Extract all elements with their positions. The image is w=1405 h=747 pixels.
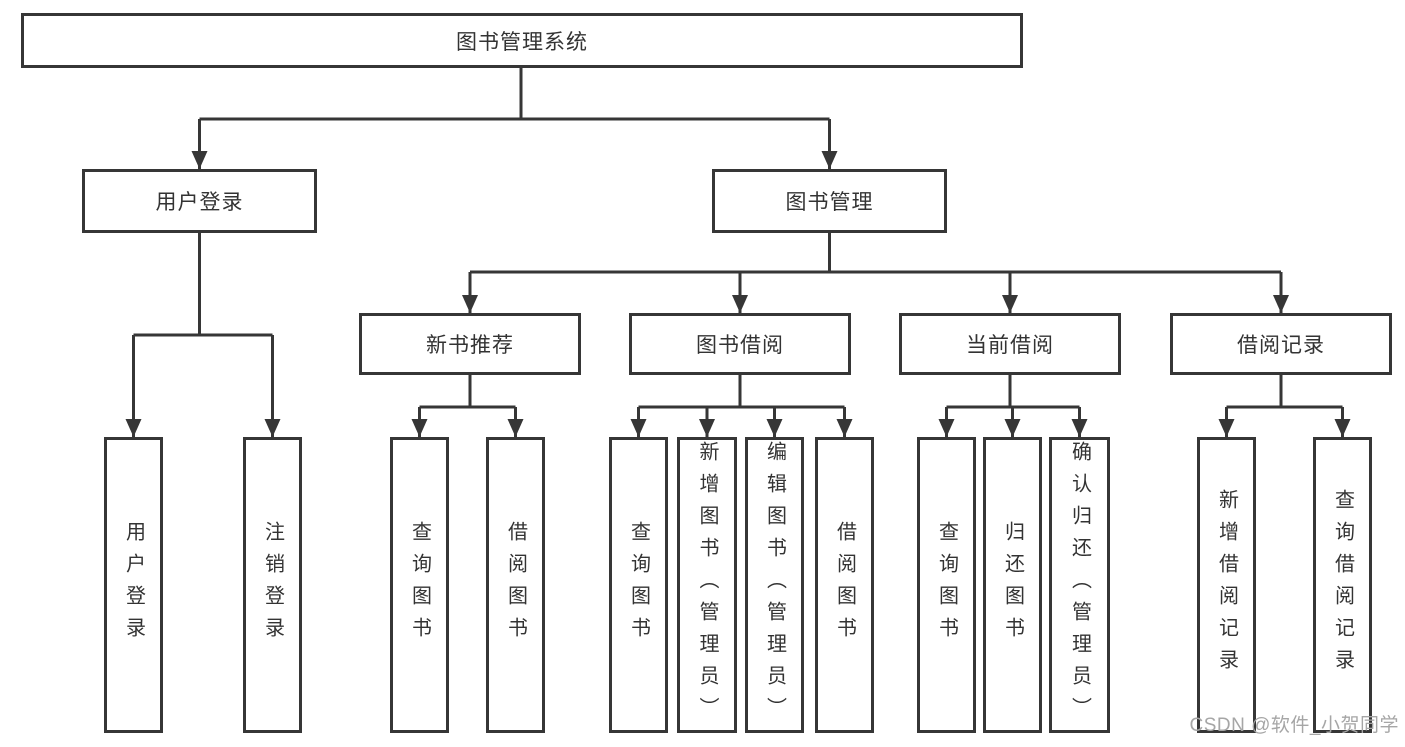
leaf-query-books-3: 查询图书 (917, 437, 976, 733)
node-root: 图书管理系统 (21, 13, 1023, 68)
node-book-management-label: 图书管理 (785, 191, 874, 214)
leaf-query-books-1: 查询图书 (390, 437, 449, 733)
node-book-borrow: 图书借阅 (629, 313, 851, 375)
leaf-borrow-books-1: 借阅图书 (486, 437, 545, 733)
leaf-user-login-label: 用户登录 (122, 521, 145, 649)
node-new-book-recommend: 新书推荐 (359, 313, 581, 375)
node-current-borrow: 当前借阅 (899, 313, 1121, 375)
leaf-borrow-books-1-label: 借阅图书 (504, 521, 527, 649)
node-new-book-recommend-label: 新书推荐 (426, 334, 514, 357)
node-borrow-records: 借阅记录 (1170, 313, 1392, 375)
leaf-return-book-label: 归还图书 (1001, 521, 1024, 649)
leaf-add-book-admin: 新增图书（管理员） (677, 437, 737, 733)
leaf-query-books-2: 查询图书 (609, 437, 668, 733)
leaf-edit-book-admin-label: 编辑图书（管理员） (763, 441, 786, 729)
leaf-query-books-3-label: 查询图书 (935, 521, 958, 649)
node-book-management: 图书管理 (712, 169, 947, 233)
leaf-query-borrow-record: 查询借阅记录 (1313, 437, 1372, 733)
node-user-login-label: 用户登录 (155, 191, 244, 214)
leaf-add-borrow-record: 新增借阅记录 (1197, 437, 1256, 733)
watermark: CSDN @软件_小贺同学 (1189, 715, 1399, 736)
node-borrow-records-label: 借阅记录 (1237, 334, 1325, 357)
leaf-query-books-2-label: 查询图书 (627, 521, 650, 649)
leaf-add-borrow-record-label: 新增借阅记录 (1215, 489, 1238, 681)
node-book-borrow-label: 图书借阅 (696, 334, 784, 357)
leaf-confirm-return-admin: 确认归还（管理员） (1049, 437, 1110, 733)
leaf-logout: 注销登录 (243, 437, 302, 733)
leaf-return-book: 归还图书 (983, 437, 1042, 733)
leaf-logout-label: 注销登录 (261, 521, 284, 649)
node-current-borrow-label: 当前借阅 (966, 334, 1054, 357)
leaf-borrow-books-2-label: 借阅图书 (833, 521, 856, 649)
leaf-query-borrow-record-label: 查询借阅记录 (1331, 489, 1354, 681)
leaf-edit-book-admin: 编辑图书（管理员） (745, 437, 804, 733)
node-root-label: 图书管理系统 (456, 30, 588, 54)
leaf-confirm-return-admin-label: 确认归还（管理员） (1068, 441, 1091, 729)
leaf-borrow-books-2: 借阅图书 (815, 437, 874, 733)
leaf-user-login: 用户登录 (104, 437, 163, 733)
leaf-query-books-1-label: 查询图书 (408, 521, 431, 649)
leaf-add-book-admin-label: 新增图书（管理员） (696, 441, 718, 729)
node-user-login: 用户登录 (82, 169, 317, 233)
